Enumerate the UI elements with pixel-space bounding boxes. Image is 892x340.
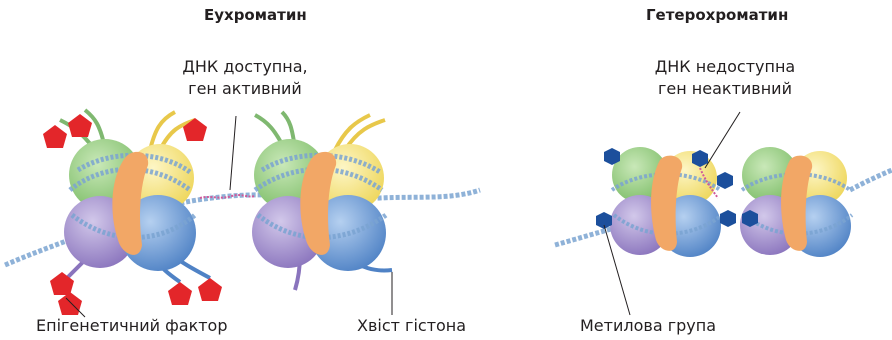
callout-dna-inaccessible-line2: ген неактивний [640,78,810,100]
nucleosome-2 [252,112,392,290]
label-methyl-group: Метилова група [580,316,716,335]
callout-dna-inaccessible: ДНК недоступна ген неактивний [640,56,810,100]
callout-dna-accessible: ДНК доступна, ген активний [170,56,320,100]
label-histone-tail: Хвіст гістона [357,316,466,335]
callout-dna-inaccessible-line1: ДНК недоступна [640,56,810,78]
title-euchromatin: Еухроматин [204,6,307,24]
label-epigenetic-factor: Епігенетичний фактор [36,316,228,335]
callout-dna-accessible-line1: ДНК доступна, [170,56,320,78]
callout-dna-accessible-line2: ген активний [170,78,320,100]
title-heterochromatin: Гетерохроматин [646,6,788,24]
nucleosome-4 [740,147,852,257]
